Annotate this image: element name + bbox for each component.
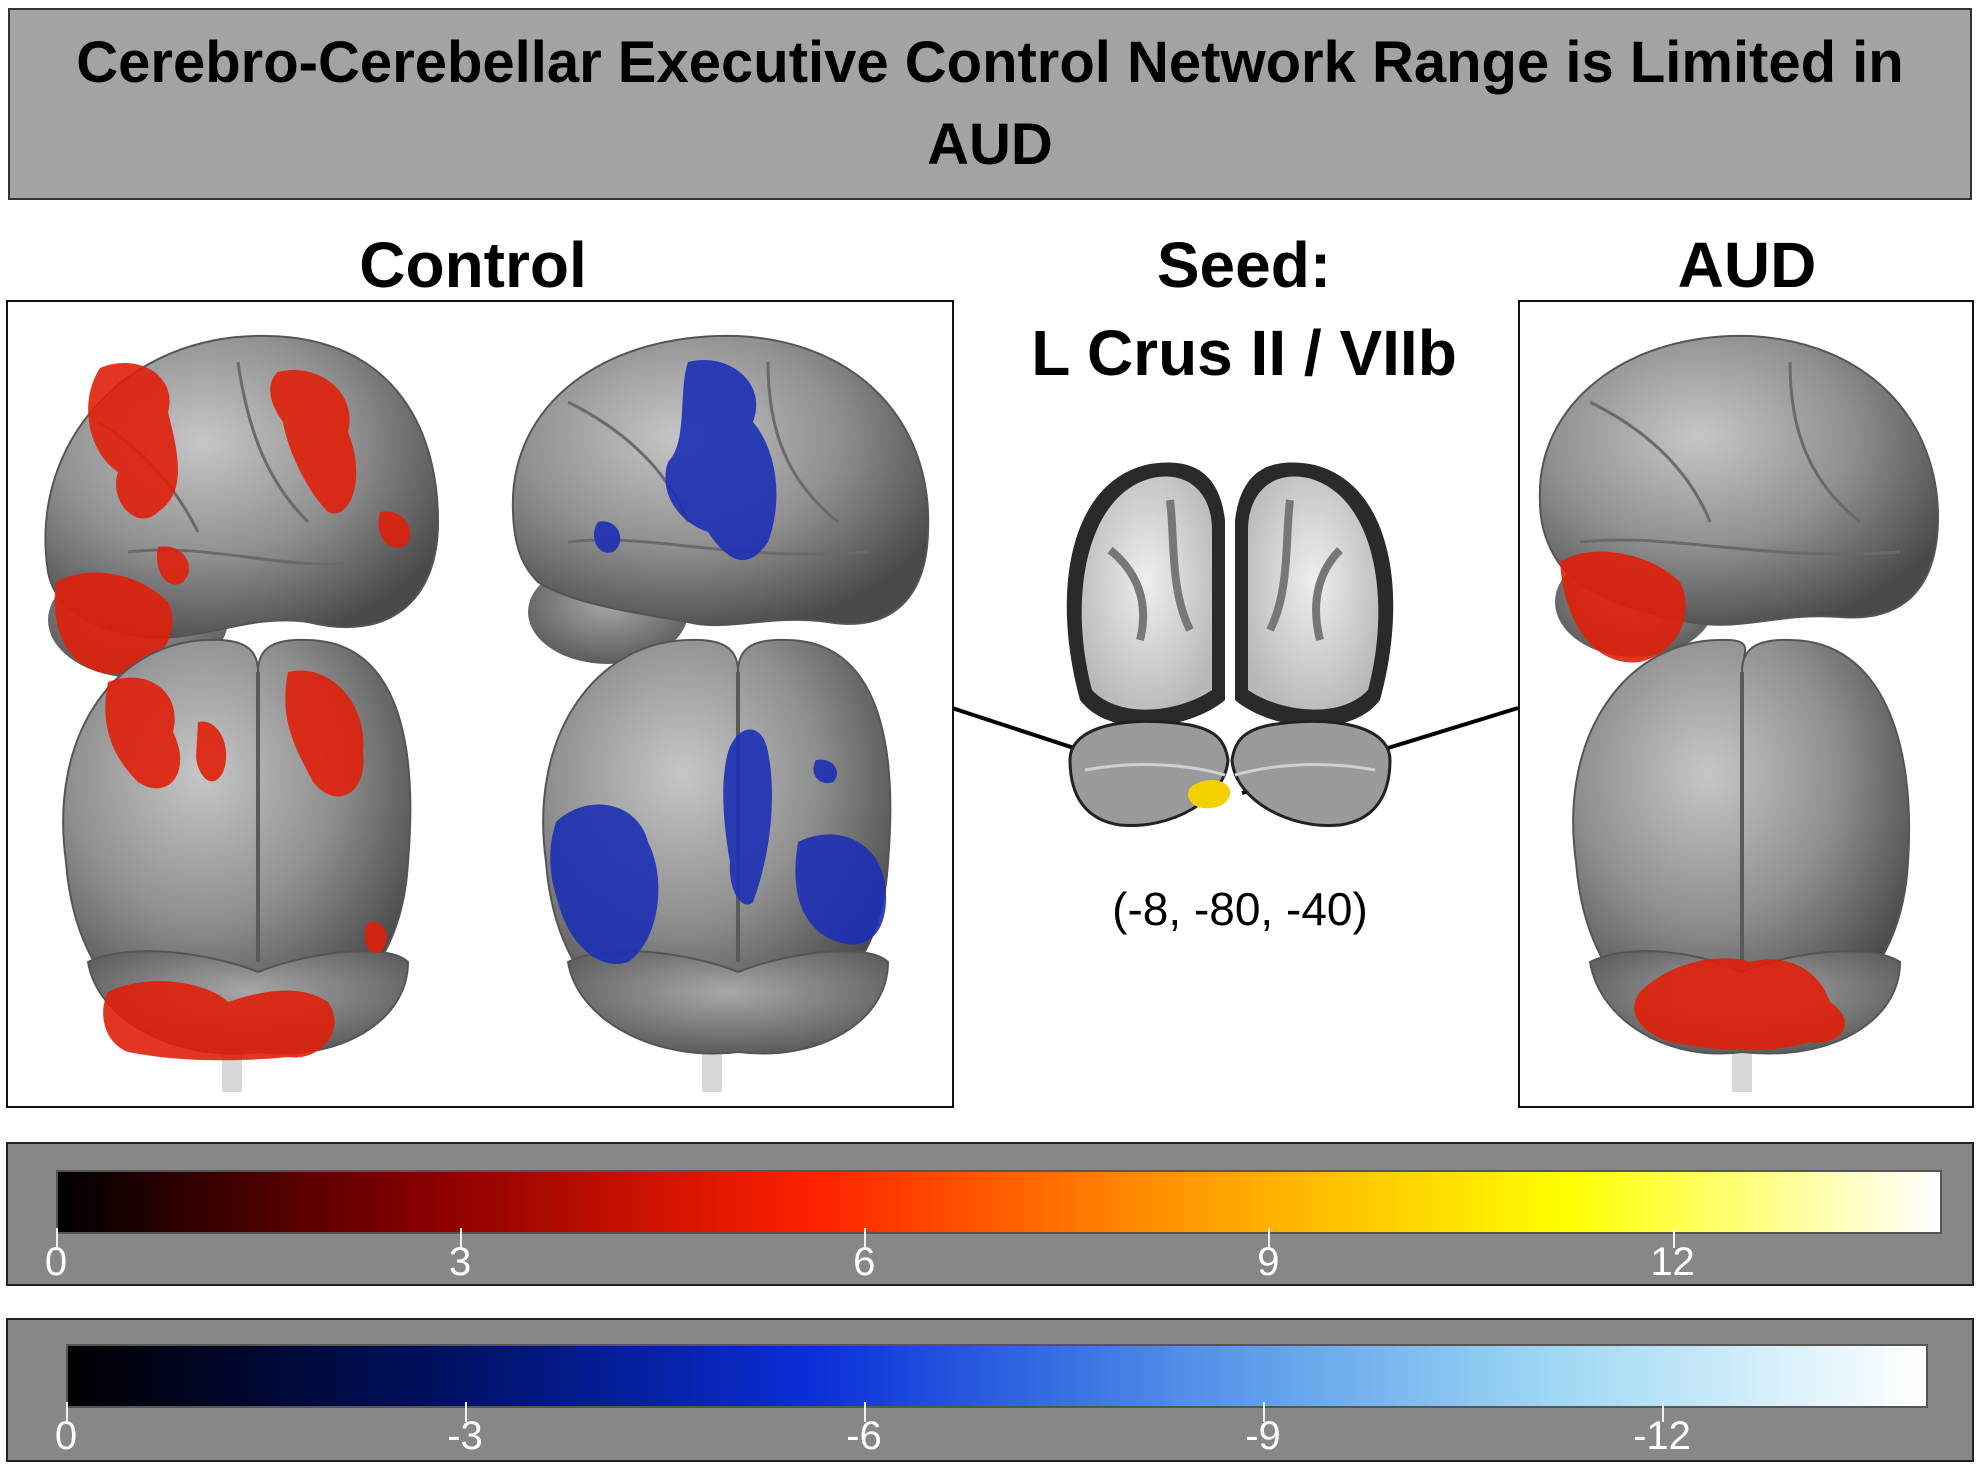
figure-title: Cerebro-Cerebellar Executive Control Net…	[76, 30, 1904, 177]
negative-colorbar-tick-label: -12	[1633, 1414, 1691, 1458]
negative-colorbar-box: 0 -3 -6 -9 -12	[6, 1318, 1974, 1462]
positive-colorbar-gradient	[56, 1170, 1942, 1234]
negative-colorbar-tick	[1263, 1402, 1265, 1422]
positive-colorbar-tick	[56, 1228, 58, 1248]
positive-colorbar-tick-label: 9	[1257, 1240, 1280, 1284]
negative-colorbar-tick-label: 0	[54, 1414, 78, 1458]
aud-heading: AUD	[1677, 229, 1817, 301]
positive-colorbar-tick	[460, 1228, 463, 1248]
aud-positive-posterior-view	[1572, 638, 1911, 1092]
figure-title-box: Cerebro-Cerebellar Executive Control Net…	[8, 8, 1972, 200]
negative-colorbar-tick	[1662, 1402, 1664, 1422]
negative-colorbar-tick	[66, 1402, 68, 1422]
control-heading: Control	[359, 229, 587, 301]
negative-colorbar-tick-label: -6	[846, 1414, 882, 1458]
seed-coronal-slice	[1066, 462, 1394, 828]
positive-colorbar-tick	[1672, 1228, 1675, 1248]
aud-positive-lateral-view	[1538, 334, 1940, 692]
positive-colorbar-tick-label: 0	[44, 1240, 68, 1284]
seed-region-heading: L Crus II / VIIb	[1031, 317, 1457, 389]
control-positive-lateral-view	[44, 334, 440, 692]
seed-heading: Seed:	[1156, 229, 1332, 301]
positive-colorbar-box: 0 3 6 9 12	[6, 1142, 1974, 1286]
positive-colorbar-tick	[864, 1228, 867, 1248]
negative-colorbar-gradient	[66, 1344, 1928, 1408]
positive-colorbar-tick-label: 3	[449, 1240, 472, 1284]
control-panel	[6, 300, 954, 1108]
negative-colorbar-tick-label: -3	[447, 1414, 483, 1458]
control-positive-posterior-view	[62, 638, 412, 1092]
positive-colorbar-tick	[1268, 1228, 1271, 1248]
control-negative-posterior-view	[542, 638, 892, 1092]
aud-panel	[1518, 300, 1974, 1108]
seed-region-marker	[1188, 779, 1231, 809]
negative-colorbar-tick-label: -9	[1245, 1414, 1281, 1458]
control-brain-renderings	[44, 334, 930, 1092]
negative-colorbar-tick	[864, 1402, 866, 1422]
control-negative-lateral-view	[511, 334, 930, 694]
positive-colorbar-tick-label: 12	[1650, 1240, 1695, 1284]
negative-colorbar-tick	[465, 1402, 467, 1422]
positive-colorbar-tick-label: 6	[853, 1240, 876, 1284]
aud-brain-renderings	[1538, 334, 1940, 1092]
seed-coordinates: (-8, -80, -40)	[1112, 883, 1368, 935]
